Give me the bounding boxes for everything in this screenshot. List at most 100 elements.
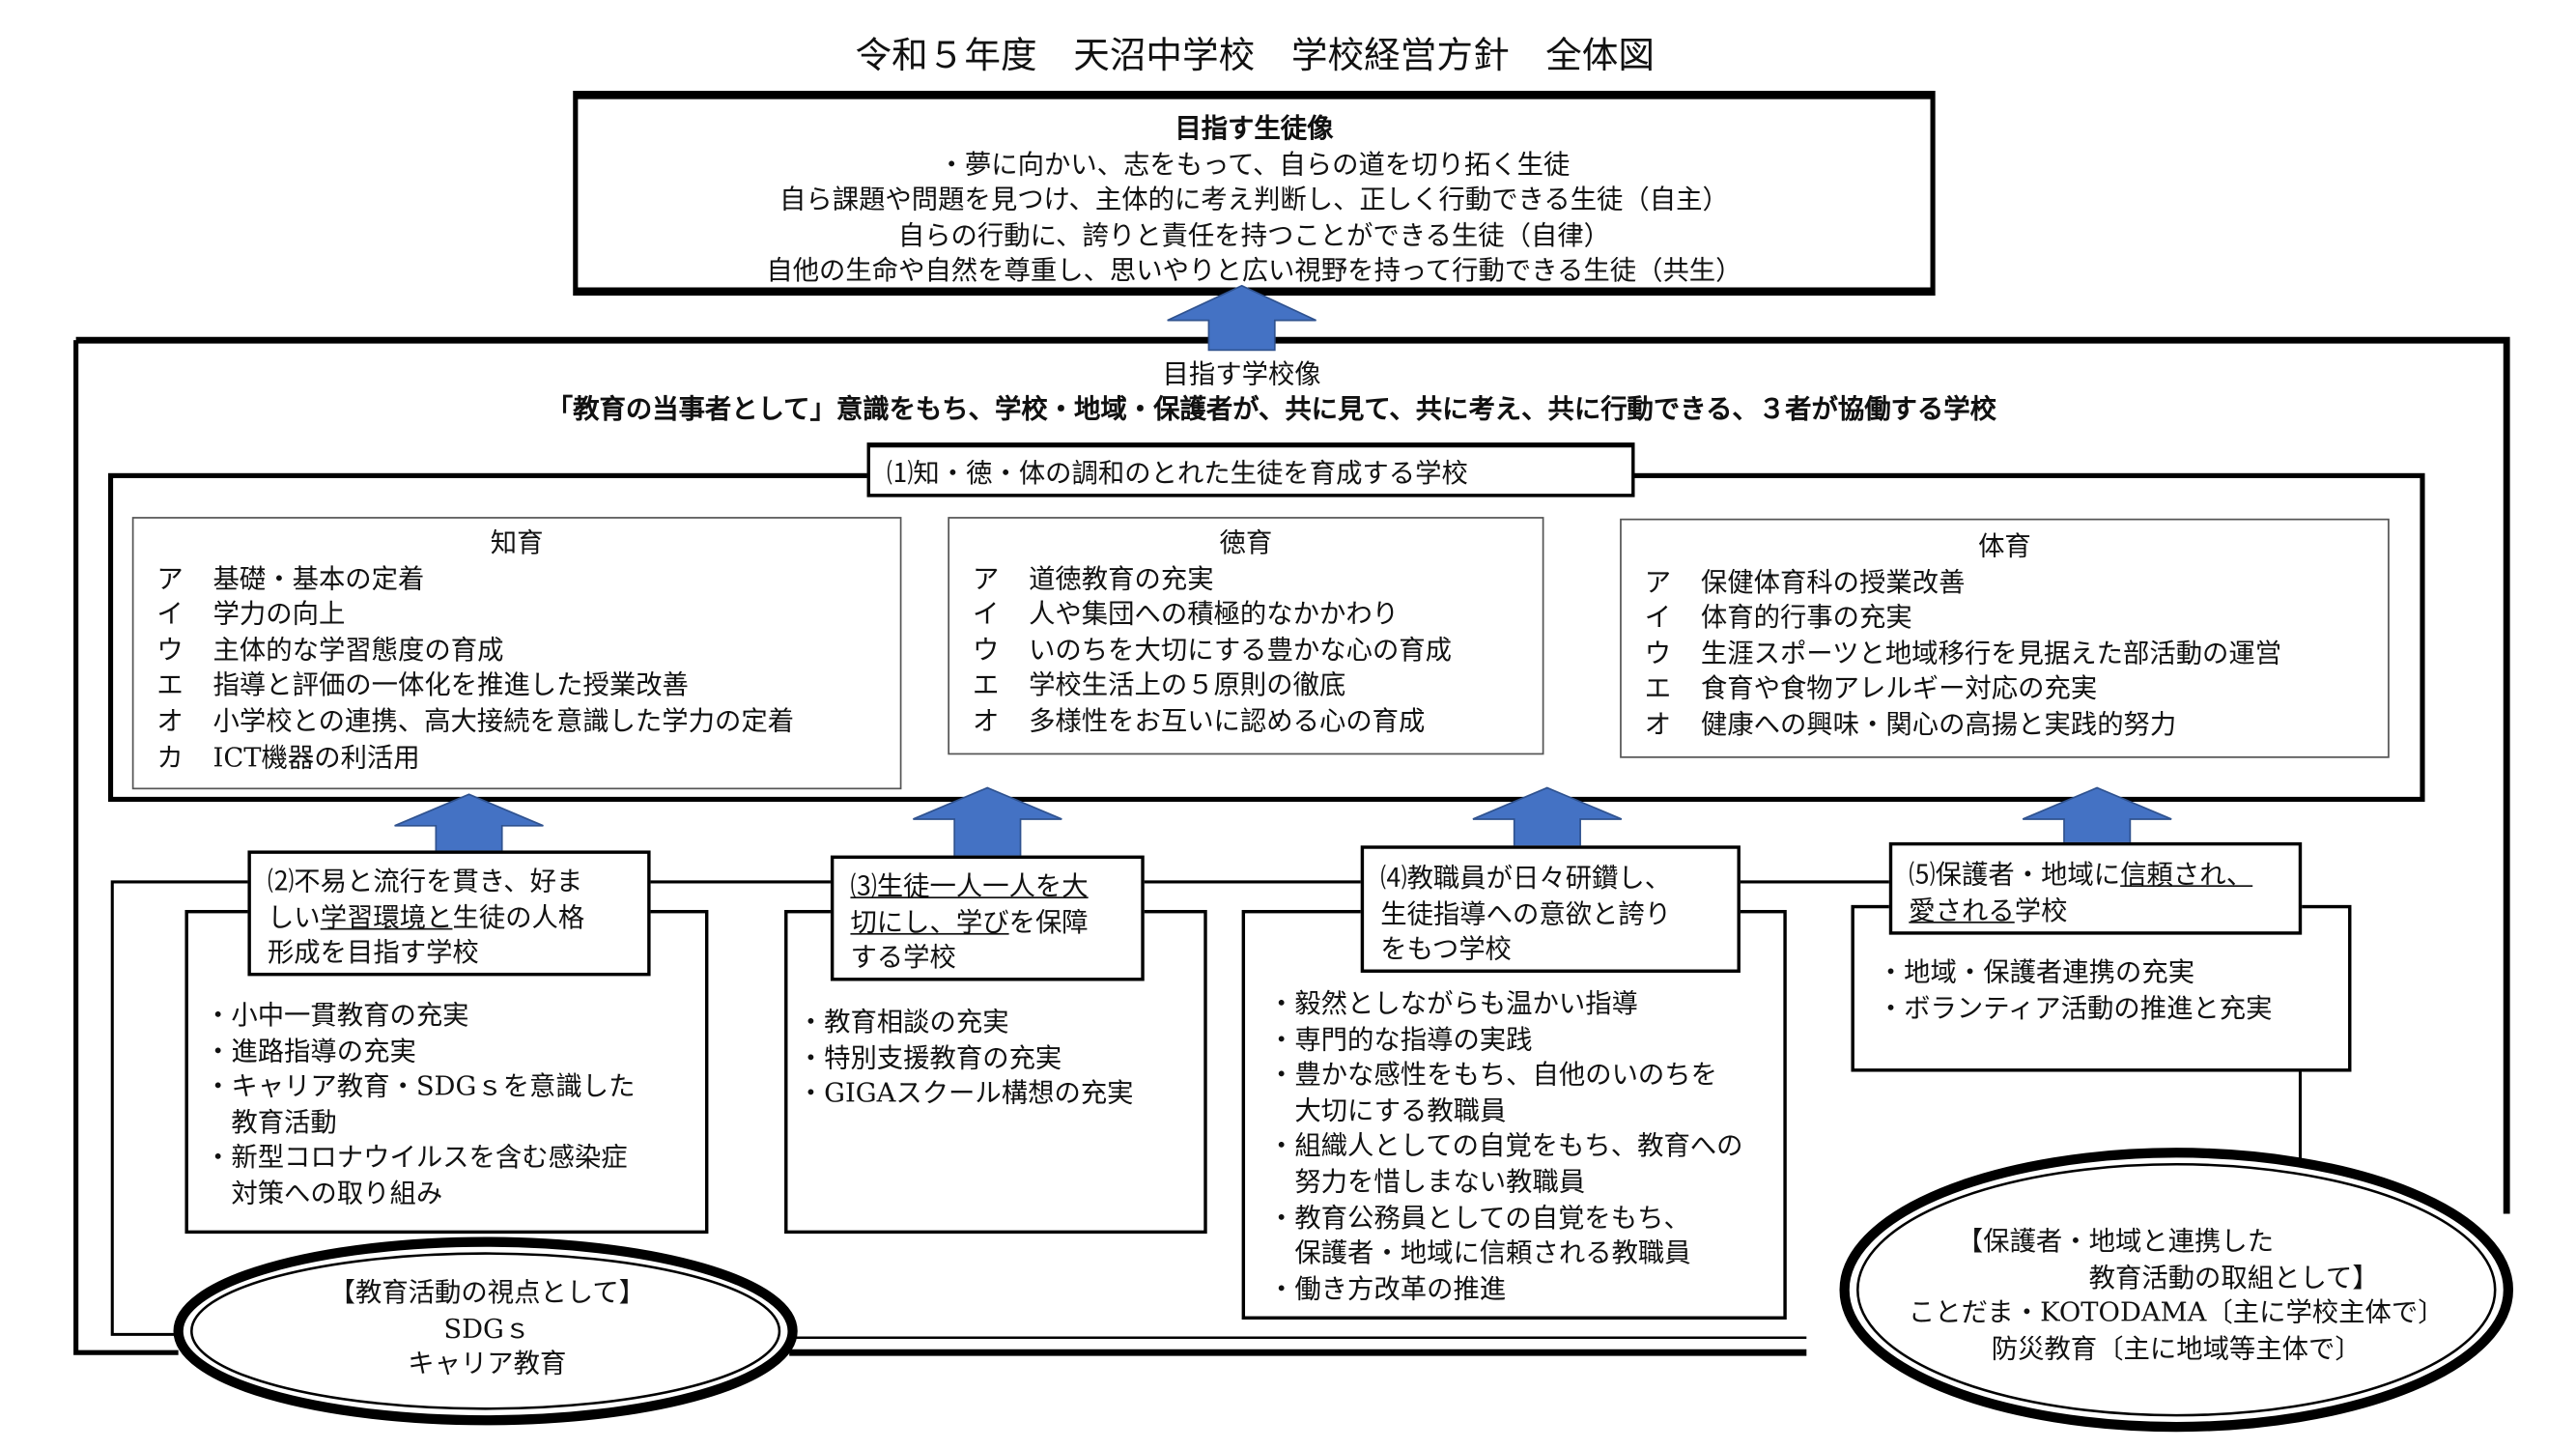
item-marker: エ [972,669,1000,701]
list-item: オ小学校との連携、高大接続を意識した学力の定着 [156,703,899,739]
goal5-label-part: 学校 [2014,894,2068,926]
item-marker: ア [972,562,1000,594]
list-item: ウいのちを大切にする豊かな心の育成 [973,632,1543,668]
item-text: 多様性をお互いに認める心の育成 [1029,704,1426,737]
item-marker: ウ [972,634,1000,666]
up-arrow-icon [1167,284,1316,352]
list-item: イ人や集団への積極的なかかわり [973,596,1543,632]
list-item: ア道徳教育の充実 [973,561,1543,597]
list-item: 大切にする教職員 [1267,1094,1507,1126]
item-text: 指導と評価の一体化を推進した授業改善 [212,669,689,701]
list-item: ・地域・保護者連携の充実 [1877,955,2195,988]
list-item: イ体育的行事の充実 [1645,600,2388,636]
left-ellipse-inner [190,1252,781,1410]
goal2-label-box: ⑵不易と流行を貫き、好ま しい学習環境と生徒の人格 形成を目指す学校 [247,850,651,977]
list-item: ・専門的な指導の実践 [1267,1023,1533,1055]
outer-frame-left [73,340,179,1355]
item-text: 人や集団への積極的なかかわり [1029,598,1400,630]
ellipse-line: 【保護者・地域と連携した [1956,1225,2275,1258]
ellipse-line: 【教育活動の視点として】 [328,1276,646,1309]
goal4-label-box: ⑷教職員が日々研鑽し、 生徒指導への意欲と誇り をもつ学校 [1360,845,1741,973]
item-marker: ア [1644,565,1672,598]
list-item: ・小中一貫教育の充実 [204,999,469,1031]
left-ellipse-outer [173,1236,798,1426]
physical-box: 体育 ア保健体育科の授業改善イ体育的行事の充実ウ生涯スポーツと地域移行を見据えた… [1620,518,2390,758]
list-item: エ食育や食物アレルギー対応の充実 [1645,671,2388,707]
item-marker: オ [156,704,184,737]
student-vision-box: 目指す生徒像 ・夢に向かい、志をもって、自らの道を切り拓く生徒 自ら課題や問題を… [573,91,1936,297]
goal1-label: ⑴知・徳・体の調和のとれた生徒を育成する学校 [887,457,1468,490]
ellipse-line: SDGｓ [443,1312,531,1344]
goal3-label-underlined: ⑶生徒一人一人を大 [850,869,1089,902]
item-marker: ア [156,562,184,594]
student-vision-line: 自ら課題や問題を見つけ、主体的に考え判断し、正しく行動できる生徒（自主） [779,184,1729,215]
goal1-label-box: ⑴知・徳・体の調和のとれた生徒を育成する学校 [866,442,1635,497]
goal4-label-line: 生徒指導への意欲と誇り [1380,897,1672,929]
list-item: 対策への取り組み [204,1177,443,1209]
moral-box: 徳育 ア道徳教育の充実イ人や集団への積極的なかかわりウいのちを大切にする豊かな心… [948,517,1544,755]
list-item: 保護者・地域に信頼される教職員 [1267,1236,1691,1269]
goal5-label-underlined: 愛される [1909,894,2015,926]
item-text: 生涯スポーツと地域移行を見据えた部活動の運営 [1700,637,2282,669]
goal3-label-box: ⑶生徒一人一人を大 切にし、学びを保障 する学校 [830,855,1145,981]
list-item: ウ生涯スポーツと地域移行を見据えた部活動の運営 [1645,636,2388,671]
item-text: 学校生活上の５原則の徹底 [1029,669,1346,701]
list-item: イ学力の向上 [156,596,899,632]
goal2-label-line: 形成を目指す学校 [267,936,479,969]
item-text: 主体的な学習態度の育成 [212,634,504,666]
list-item: ・豊かな感性をもち、自他のいのちを [1267,1059,1718,1091]
page-title: 令和５年度 天沼中学校 学校経営方針 全体図 [855,36,1656,78]
item-text: 健康への興味・関心の高揚と実践的努力 [1700,708,2177,740]
list-item: ・教育公務員としての自覚をもち、 [1267,1201,1690,1234]
outer-frame [75,336,2510,1214]
item-text: 保健体育科の授業改善 [1700,565,1966,598]
goal3-label-underlined: 切にし、学び [850,905,1009,938]
list-item: エ学校生活上の５原則の徹底 [973,668,1543,703]
goal2-label-part: 生徒の人格 [452,900,585,933]
school-vision-statement: 「教育の当事者として」意識をもち、学校・地域・保護者が、共に見て、共に考え、共に… [546,392,1996,425]
item-text: ICT機器の利活用 [212,740,420,773]
right-ellipse-outer [1839,1148,2514,1433]
list-item: ア基礎・基本の定着 [156,561,899,597]
goal3-label-line: する学校 [850,941,956,974]
list-item: ウ主体的な学習態度の育成 [156,632,899,668]
list-item: ・ボランティア活動の推進と充実 [1877,991,2273,1024]
list-item: ・特別支援教育の充実 [797,1041,1062,1073]
list-item: ・キャリア教育・SDGｓを意識した [204,1070,636,1102]
item-marker: イ [156,598,184,630]
goal2-label-underlined: 学習環境と [320,900,453,933]
list-item: ・GIGAスクール構想の充実 [797,1076,1134,1109]
item-text: 小学校との連携、高大接続を意識した学力の定着 [212,704,795,737]
list-item: 教育活動 [204,1106,337,1138]
left-ellipse-text: 【教育活動の視点として】 SDGｓ キャリア教育 [182,1275,793,1382]
goal5-label-part: ⑸保護者・地域に [1909,858,2121,891]
list-item: ア保健体育科の授業改善 [1645,564,2388,600]
goal4-label-line: ⑷教職員が日々研鑽し、 [1380,862,1672,894]
school-vision-heading: 目指す学校像 [1162,357,1321,390]
student-vision-heading: 目指す生徒像 [1175,112,1334,144]
intellect-title: 知育 [490,526,544,558]
physical-title: 体育 [1978,529,2031,562]
goal5-label-box: ⑸保護者・地域に信頼され、 愛される学校 [1888,841,2303,935]
list-item: ・働き方改革の推進 [1267,1272,1507,1305]
goal4-label-line: をもつ学校 [1380,933,1512,965]
list-item: オ健康への興味・関心の高揚と実践的努力 [1645,707,2388,743]
ellipse-line: キャリア教育 [408,1348,567,1379]
student-vision-line: ・夢に向かい、志をもって、自らの道を切り拓く生徒 [938,148,1571,180]
right-ellipse-text: 【保護者・地域と連携した 教育活動の取組として】 ことだま・KOTODAMA〔主… [1866,1224,2487,1367]
ellipse-line: 教育活動の取組として】 [1956,1261,2379,1293]
item-text: 道徳教育の充実 [1029,562,1214,594]
item-marker: イ [972,598,1000,630]
item-marker: エ [156,669,184,701]
item-text: 食育や食物アレルギー対応の充実 [1700,672,2098,704]
item-marker: カ [156,740,184,773]
list-item: ・教育相談の充実 [797,1006,1009,1037]
list-item: 努力を惜しまない教職員 [1267,1165,1586,1198]
item-marker: エ [1644,672,1672,704]
goal2-label-part: しい [267,900,321,933]
item-text: いのちを大切にする豊かな心の育成 [1029,634,1453,666]
goal2-label-line: ⑵不易と流行を貫き、好ま [267,865,583,897]
item-marker: イ [1644,601,1672,634]
list-item: ・毅然としながらも温かい指導 [1267,987,1638,1019]
